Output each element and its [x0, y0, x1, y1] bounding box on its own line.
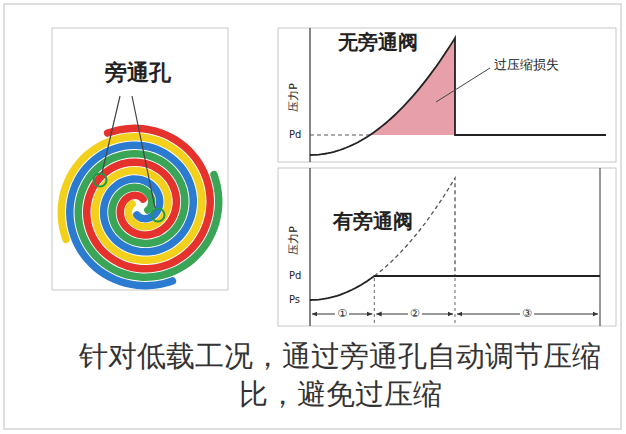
spiral-panel [52, 28, 228, 290]
stage-number: ③ [520, 308, 534, 321]
spiral-wrap [70, 145, 193, 285]
leader-line [102, 96, 120, 173]
level-label: Pd [289, 270, 301, 282]
scroll-spiral [61, 96, 218, 286]
stage-divider [374, 278, 375, 326]
level-label: Ps [289, 294, 300, 306]
stage-number: ② [408, 308, 422, 321]
axis-label: 压力P [288, 226, 301, 255]
leader-line [132, 96, 155, 208]
outer-frame [4, 4, 621, 429]
pd-line [310, 135, 372, 136]
stage-number: ① [335, 308, 349, 321]
title-label: 无旁通阀 [336, 31, 420, 54]
leader-line [436, 68, 490, 102]
axis-label: 压力P [288, 83, 301, 112]
pressure-curve [310, 38, 606, 155]
level-label: Pd [289, 129, 301, 141]
stage-divider [455, 278, 456, 326]
chart-panel [278, 28, 616, 162]
callout-label: 过压缩损失 [494, 58, 559, 73]
axis [309, 28, 310, 162]
chart-panel [278, 168, 616, 326]
bypass-hole [152, 209, 165, 222]
pressure-chart [310, 28, 606, 326]
bypass-hole [94, 174, 107, 187]
caption: 针对低载工况，通过旁通孔自动调节压缩比，避免过压缩 [70, 338, 610, 413]
spiral-wrap [78, 154, 218, 277]
title-label: 有旁通阀 [331, 210, 415, 233]
axis [309, 168, 310, 326]
boundary-line [600, 168, 601, 326]
title-label: 旁通孔 [105, 60, 171, 85]
